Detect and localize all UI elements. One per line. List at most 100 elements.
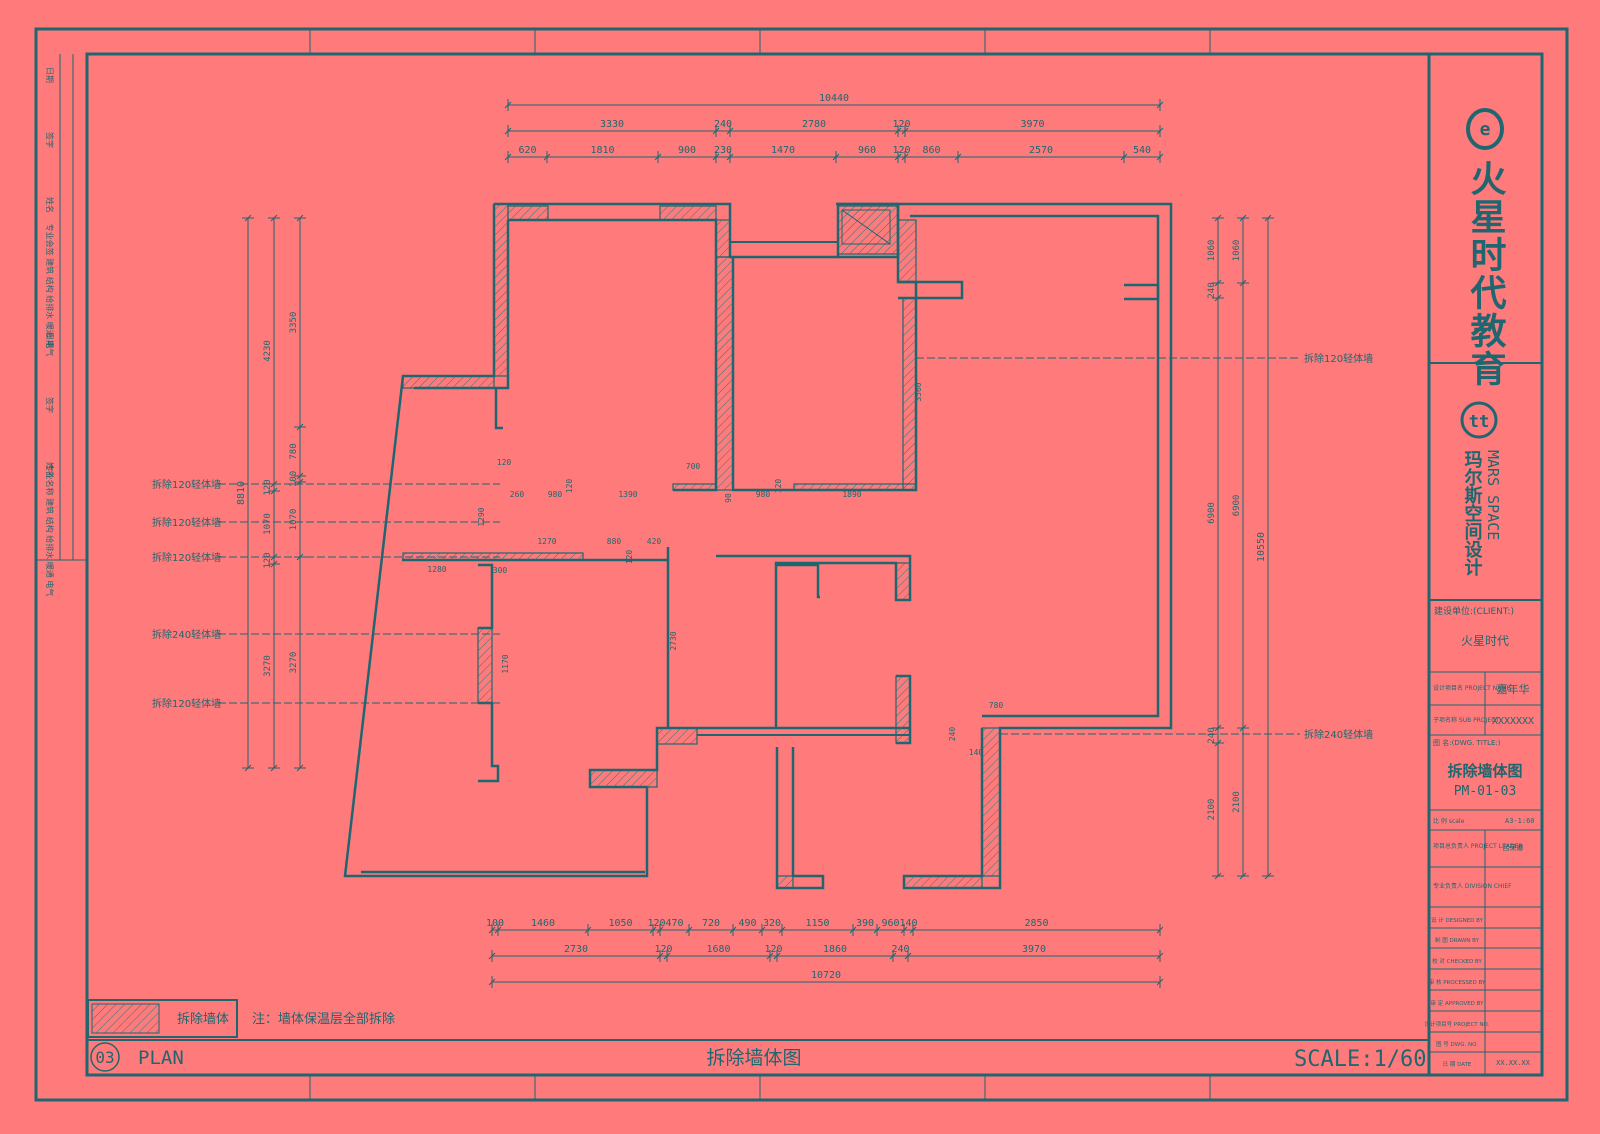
dim-label: 240 [1207, 727, 1217, 743]
dim-label: 320 [763, 918, 781, 929]
title-block-row-label: 制 图 DRAWN BY [1435, 936, 1480, 944]
annotation-label: 拆除120轻体墙 [152, 478, 221, 491]
shaft-cross [841, 209, 891, 245]
annotation-label: 拆除120轻体墙 [1304, 352, 1373, 365]
dim-label: 860 [922, 145, 940, 156]
mars-logo-glyph: e [1480, 119, 1491, 140]
mars-space-cn: 玛尔斯空间设计 [1462, 450, 1483, 577]
dim-label: 230 [714, 145, 732, 156]
scale-label: 比 例 scale [1433, 817, 1465, 825]
dim-label: 10440 [819, 93, 849, 104]
project-name-value: 嘉年华 [1497, 682, 1530, 696]
inner-dim-label: 300 [493, 566, 508, 575]
title-block-row-label: 设 计 DESIGNED BY [1431, 916, 1484, 924]
demolition-walls [402, 203, 1001, 889]
outer-wall-south-mid [775, 747, 825, 890]
company-logo: e [1466, 108, 1504, 150]
dim-label: 470 [665, 918, 683, 929]
dim-label: 390 [856, 918, 874, 929]
dim-label: 2780 [802, 119, 826, 130]
left-strip-label: 日期 [45, 67, 54, 83]
left-strip-label: 签字 [45, 132, 55, 148]
dim-label: 1150 [805, 918, 829, 929]
dim-label: 3970 [1022, 944, 1046, 955]
inner-dim-label: 1290 [477, 507, 486, 526]
dim-label: 120 [263, 552, 273, 568]
door-swing [776, 563, 820, 599]
dim-label: 1060 [1207, 240, 1217, 262]
left-strip-label: 专业会签 建筑 结构 给排水 暖通 电气 [45, 224, 55, 357]
legend-label: 拆除墙体 [177, 1012, 229, 1027]
title-block-row-label: 审 定 APPROVED BY [1431, 999, 1485, 1007]
dim-label: 4230 [263, 340, 273, 362]
project-name-label: 设计项目名 PROJECT NAME [1433, 684, 1511, 692]
dwg-title: 拆除墙体图 [1447, 762, 1522, 780]
dim-label: 540 [1133, 145, 1151, 156]
annotation-label: 拆除120轻体墙 [152, 551, 221, 564]
title-block-rows: 设 计 DESIGNED BY 制 图 DRAWN BY 校 对 CHECKED B… [1425, 916, 1490, 1068]
dim-label: 240 [714, 119, 732, 130]
dim-label: 1810 [590, 145, 614, 156]
inner-dim-label: 120 [497, 458, 512, 467]
mars-space-en: MARS SPACE [1484, 450, 1502, 540]
dim-label: 3330 [600, 119, 624, 130]
inner-dim-label: 1890 [842, 490, 861, 499]
left-strip-label: 日期 [45, 332, 54, 348]
room-wall-nw [508, 218, 718, 492]
dim-label: 2850 [1024, 918, 1048, 929]
inner-dim-label: 1270 [537, 537, 556, 546]
dim-label: 900 [678, 145, 696, 156]
client-label: 建设单位:(CLIENT:) [1434, 605, 1514, 617]
dim-label: 120 [892, 145, 910, 156]
dim-label: 3270 [263, 655, 273, 677]
dim-label: 140 [899, 918, 917, 929]
sub-project-label: 子项名称 SUB PROJECT [1433, 716, 1499, 724]
dwg-title-label: 图 名:(DWG. TITLE:) [1433, 738, 1501, 747]
title-block-row-label: 校 对 CHECKED BY [1432, 957, 1482, 965]
dim-label: 1070 [263, 513, 273, 535]
left-strip-label: 签字 [45, 397, 55, 413]
sub-project-value: XXXXXXX [1492, 716, 1534, 727]
inner-dim-label: 120 [625, 550, 634, 565]
wall-stub-right [1124, 283, 1160, 301]
dim-label: 3270 [289, 652, 299, 674]
dim-label: 3970 [1020, 119, 1044, 130]
inner-dim-label: 1280 [427, 565, 446, 574]
title-block-row-label: 图 号 DWG. NO. [1436, 1040, 1478, 1048]
dwg-number: PM-01-03 [1454, 784, 1517, 799]
dim-label: 1070 [289, 509, 299, 531]
inner-dim-label: 3560 [914, 382, 923, 401]
scale-text: SCALE:1/60 [1294, 1047, 1426, 1072]
dim-label: 960 [881, 918, 899, 929]
inner-dim-label: 90 [724, 493, 733, 503]
dim-label: 2100 [1207, 799, 1217, 821]
dim-label: 2570 [1029, 145, 1053, 156]
inner-dim-label: 980 [548, 490, 563, 499]
inner-dim-label: 420 [647, 537, 662, 546]
dim-label: 960 [858, 145, 876, 156]
inner-dim-label: 140 [969, 748, 984, 757]
wall-pier-2 [478, 701, 500, 783]
scale-value: A3-1:60 [1505, 817, 1535, 825]
inner-dim-label: 240 [948, 727, 957, 742]
dim-label: 1860 [823, 944, 847, 955]
wall-stub-east [898, 280, 964, 300]
leader-label: 项目总负责人 PROJECT LEADER [1433, 842, 1523, 850]
annotation-label: 拆除240轻体墙 [152, 628, 221, 641]
inner-dim-label: 780 [989, 701, 1004, 710]
inner-dim-label: 260 [510, 490, 525, 499]
living-room-inner [910, 214, 1160, 718]
dim-label: 10720 [811, 970, 841, 981]
inner-dim-label: 1390 [618, 490, 637, 499]
dim-label: 1470 [771, 145, 795, 156]
dim-label: 120 [892, 119, 910, 130]
dim-label: 120 [764, 944, 782, 955]
dim-label: 120 [654, 944, 672, 955]
legend-box [87, 999, 238, 1038]
annotation-label: 拆除120轻体墙 [152, 516, 221, 529]
dim-label: 1050 [608, 918, 632, 929]
